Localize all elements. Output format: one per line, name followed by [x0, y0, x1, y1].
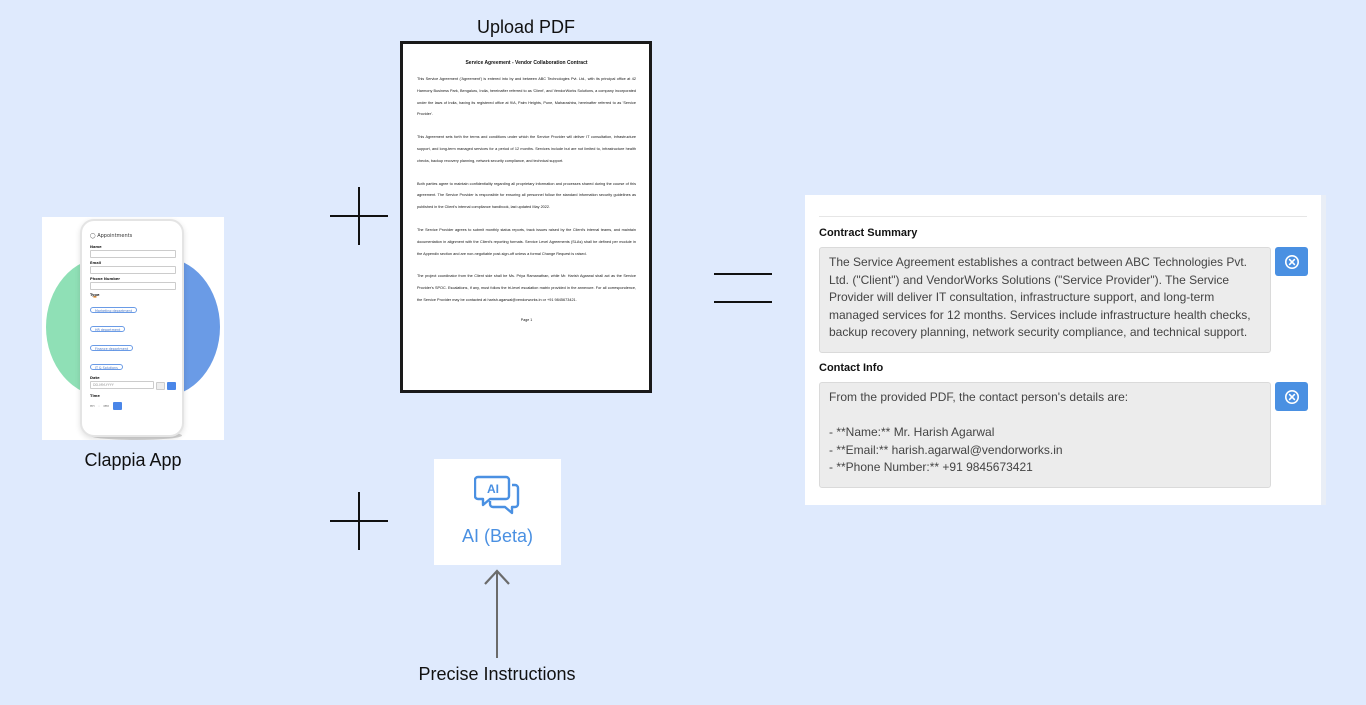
ai-beta-label: AI (Beta) — [434, 526, 561, 547]
pdf-page-number: Page 1 — [417, 318, 636, 322]
svg-text:AI: AI — [487, 482, 499, 496]
phone-screen-title: ◯ Appointments — [90, 233, 176, 239]
field-label-name: Name — [90, 245, 176, 249]
date-field[interactable]: DD-MM-YYYY — [90, 381, 154, 389]
clock-icon[interactable] — [113, 402, 122, 410]
clear-summary-button[interactable] — [1275, 247, 1308, 276]
contact-info-title: Contact Info — [819, 362, 883, 374]
type-option-chip[interactable]: Finance department — [90, 345, 133, 351]
contact-line: - **Name:** Mr. Harish Agarwal — [829, 424, 1261, 442]
contact-info-output: From the provided PDF, the contact perso… — [819, 382, 1271, 488]
pdf-title: Service Agreement - Vendor Collaboration… — [417, 60, 636, 66]
contact-line: From the provided PDF, the contact perso… — [829, 389, 1261, 407]
summary-line: Ltd. ("Client") and VendorWorks Solution… — [829, 272, 1261, 290]
field-label-email: Email — [90, 261, 176, 265]
clappia-app-preview: ◯ Appointments Name Email Phone Number ▬… — [42, 217, 224, 440]
pdf-paragraph: The Service Provider agrees to submit mo… — [417, 225, 636, 260]
calendar-icon[interactable] — [167, 382, 176, 390]
pdf-paragraph: This Service Agreement ('Agreement') is … — [417, 74, 636, 121]
back-icon: ◯ — [90, 233, 96, 239]
type-option-chip[interactable]: Marketing department — [90, 307, 137, 313]
pdf-paragraph: The project coordinator from the Client … — [417, 271, 636, 306]
pdf-paragraph: This Agreement sets forth the terms and … — [417, 132, 636, 167]
contact-line: - **Email:** harish.agarwal@vendorworks.… — [829, 442, 1261, 460]
pdf-paragraph: Both parties agree to maintain confident… — [417, 179, 636, 214]
time-minute[interactable]: MM — [104, 404, 109, 408]
type-option-chip[interactable]: HR department — [90, 326, 125, 332]
close-circle-icon — [1284, 389, 1300, 405]
pdf-document: Service Agreement - Vendor Collaboration… — [400, 41, 652, 393]
summary-line: The Service Agreement establishes a cont… — [829, 254, 1261, 272]
summary-line: managed services for 12 months. Services… — [829, 307, 1261, 325]
phone-field[interactable]: ▬ — [90, 282, 176, 290]
field-label-phone: Phone Number — [90, 277, 176, 281]
field-label-time: Time — [90, 394, 176, 398]
contact-line: - **Phone Number:** +91 9845673421 — [829, 459, 1261, 477]
type-options: Marketing department HR department Finan… — [90, 297, 176, 373]
clear-contact-button[interactable] — [1275, 382, 1308, 411]
app-caption: Clappia App — [42, 450, 224, 471]
type-option-chip[interactable]: IT & Solutions — [90, 364, 123, 370]
calendar-clear-icon[interactable] — [156, 382, 165, 390]
precise-instructions-caption: Precise Instructions — [400, 664, 594, 685]
contract-summary-output: The Service Agreement establishes a cont… — [819, 247, 1271, 353]
time-hour[interactable]: HH — [90, 404, 95, 408]
ai-beta-card: AI AI (Beta) — [434, 459, 561, 565]
contact-line — [829, 407, 1261, 425]
name-field[interactable] — [90, 250, 176, 258]
summary-line: Provider will deliver IT consultation, i… — [829, 289, 1261, 307]
upload-pdf-caption: Upload PDF — [400, 17, 652, 38]
summary-line: backup recovery planning, network securi… — [829, 324, 1261, 342]
close-circle-icon — [1284, 254, 1300, 270]
phone-mockup: ◯ Appointments Name Email Phone Number ▬… — [80, 219, 184, 437]
divider — [819, 216, 1307, 217]
email-field[interactable] — [90, 266, 176, 274]
contract-summary-title: Contract Summary — [819, 227, 917, 239]
ai-result-panel: Contract Summary The Service Agreement e… — [805, 195, 1326, 505]
ai-chat-icon: AI — [474, 473, 522, 517]
